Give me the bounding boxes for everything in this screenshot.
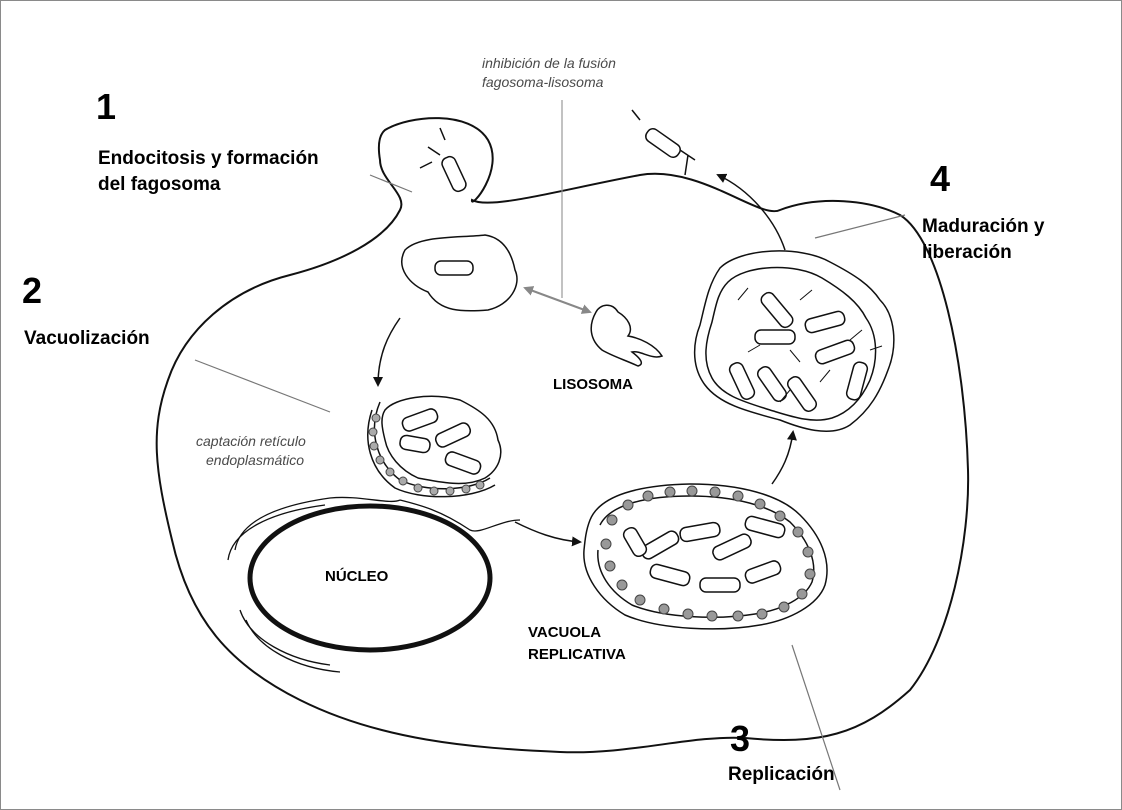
inhibition-note: inhibición de la fusión	[482, 54, 616, 72]
step-2-number: 2	[22, 270, 42, 312]
inhibition-note-line2: fagosoma-lisosoma	[482, 73, 603, 91]
lysosome	[591, 305, 662, 366]
phagosome	[402, 235, 517, 311]
replicative-vacuole-label: VACUOLA	[528, 622, 601, 644]
inhibition-arrow	[525, 288, 590, 312]
released-bacterium	[632, 110, 695, 175]
leader-step4	[815, 215, 905, 238]
arrow-to-maturation	[772, 432, 793, 484]
arrow-to-release	[718, 175, 785, 250]
step-2-title: Vacuolización	[24, 326, 150, 352]
step-1-title-line2: del fagosoma	[98, 172, 220, 198]
step-4-title-line2: liberación	[922, 240, 1012, 266]
mature-vacuole	[695, 251, 894, 431]
step-4-title: Maduración y	[922, 214, 1044, 240]
step-1-title: Endocitosis y formación	[98, 146, 319, 172]
replicative-vacuole-label-line2: REPLICATIVA	[528, 644, 626, 666]
er-uptake-note: captación retículo	[196, 432, 306, 450]
step-3-number: 3	[730, 718, 750, 760]
er-uptake-note-line2: endoplasmático	[206, 451, 304, 469]
step-4-number: 4	[930, 158, 950, 200]
step-1-number: 1	[96, 86, 116, 128]
arrow-to-replication	[515, 522, 580, 542]
step-3-title: Replicación	[728, 762, 835, 788]
endocytosis-bacterium	[420, 128, 468, 193]
arrow-to-vacuolization	[378, 318, 400, 385]
leader-step2	[195, 360, 330, 412]
lysosome-label: LISOSOMA	[553, 374, 633, 396]
leader-step1	[370, 175, 412, 192]
replicative-vacuole	[584, 484, 827, 629]
er-vacuole	[368, 396, 501, 496]
nucleus-label: NÚCLEO	[325, 566, 388, 588]
